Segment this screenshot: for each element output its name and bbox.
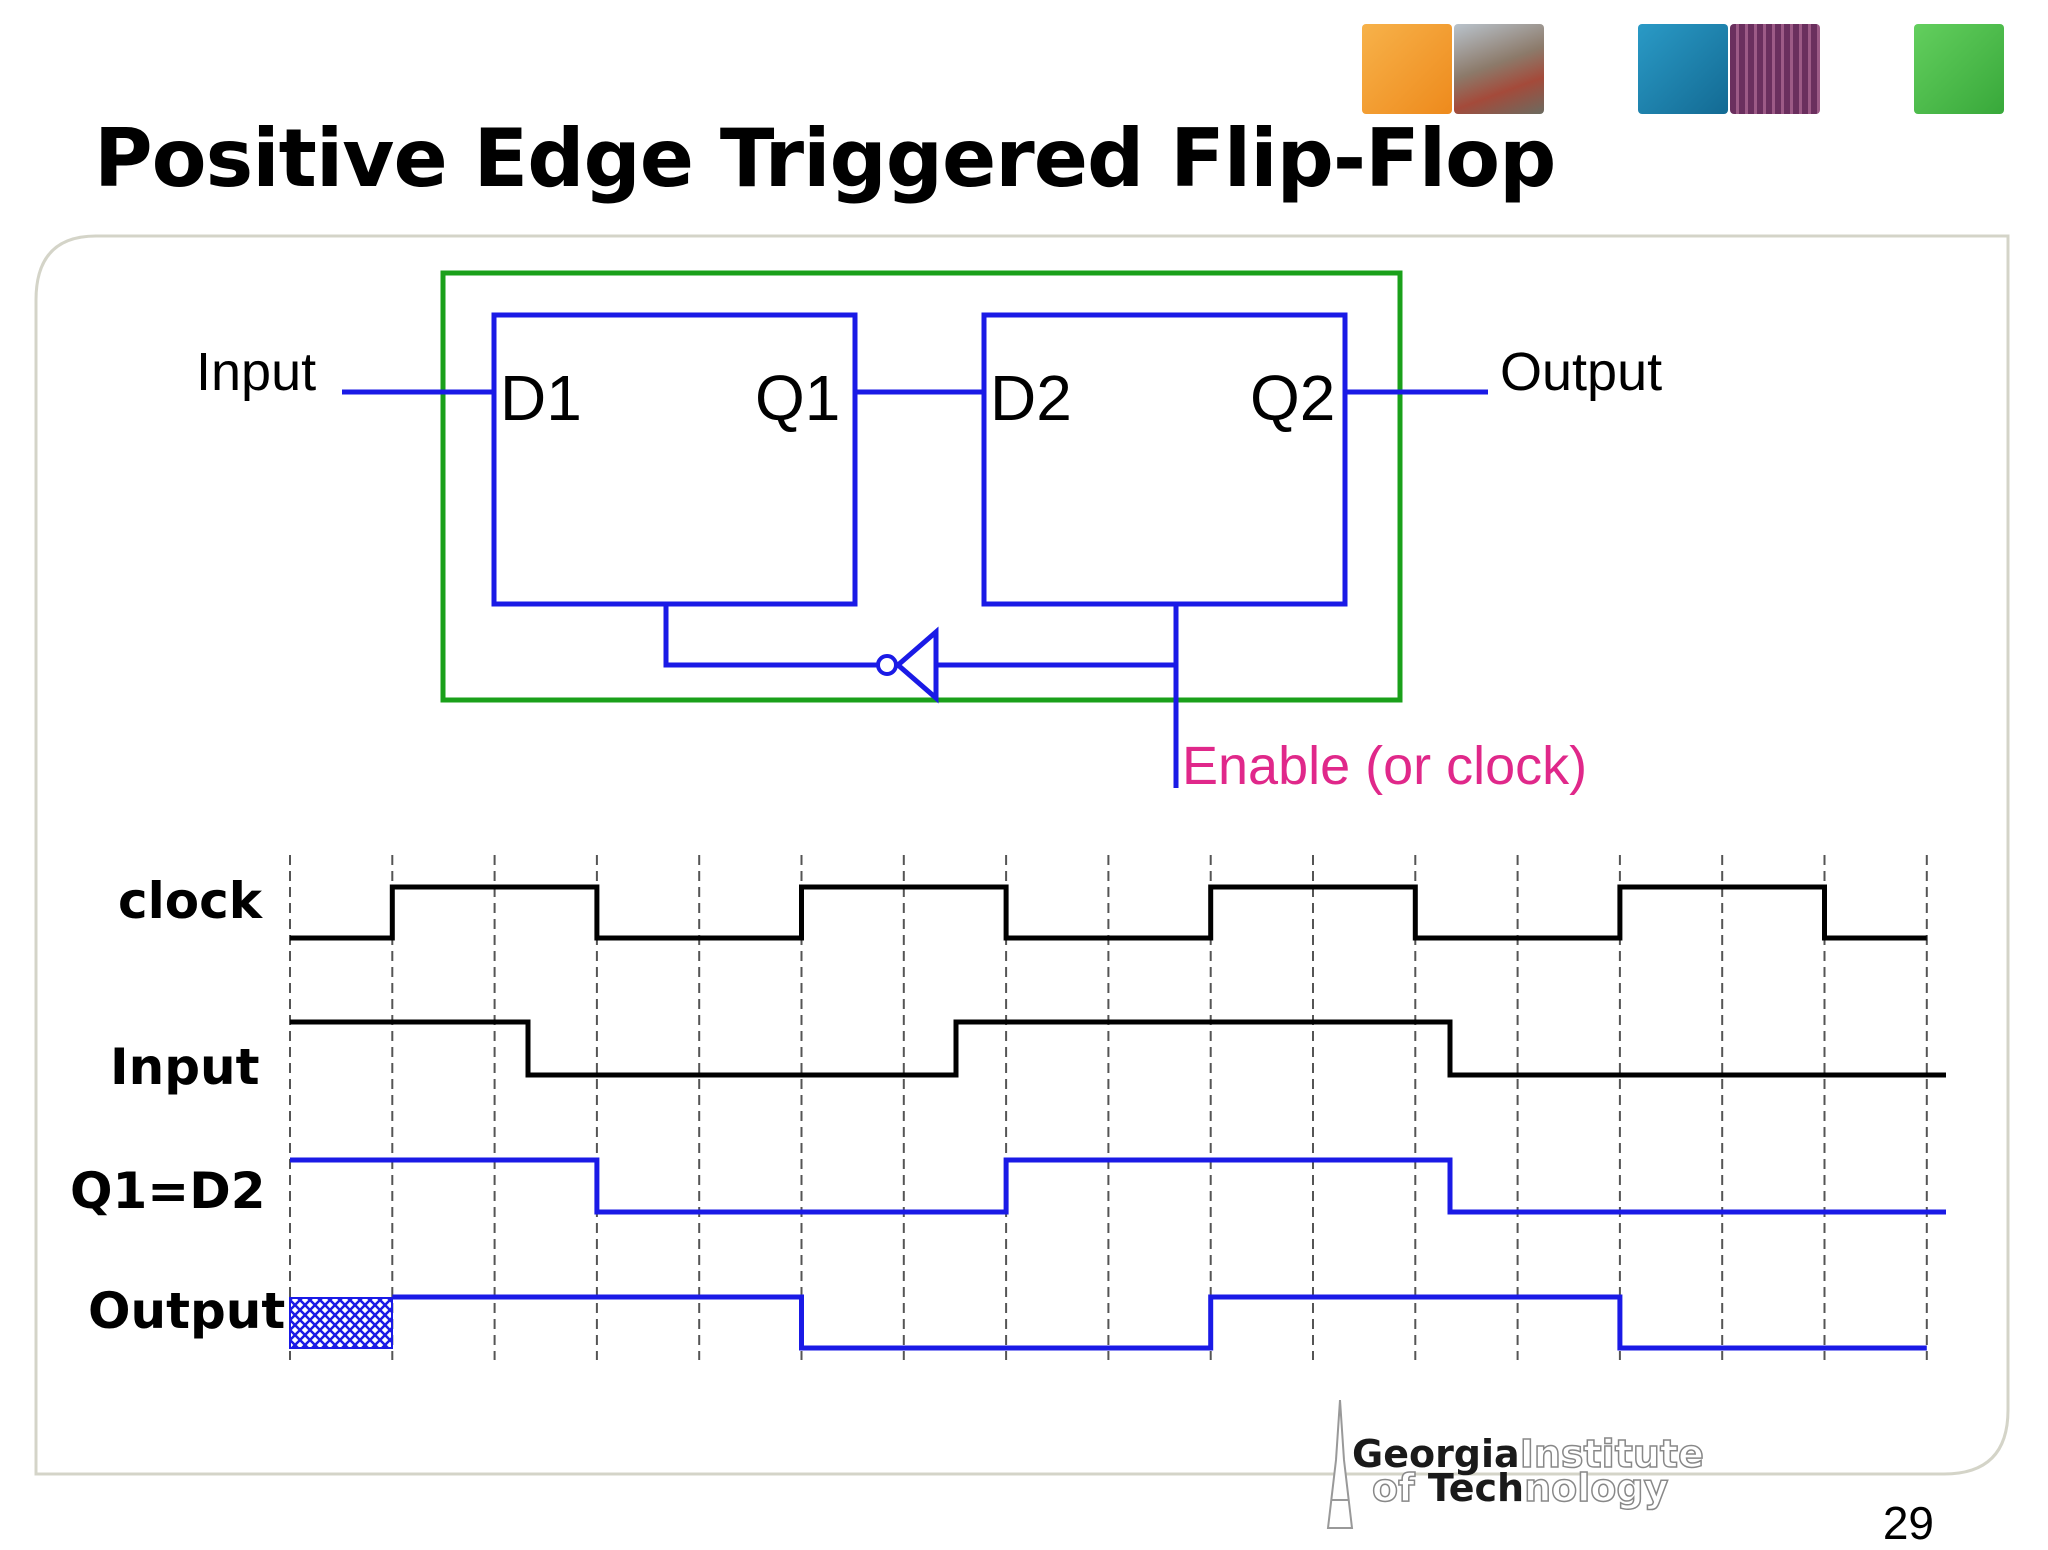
logo-nology: nology: [1523, 1465, 1669, 1511]
orange-tile: [1362, 24, 1452, 114]
latch2-q-label: Q2: [1250, 362, 1335, 434]
q1-d2-trace: [290, 1157, 1946, 1215]
inverter-icon: [894, 626, 939, 704]
latch1-d-label: D1: [500, 362, 582, 434]
signal-label-input: Input: [110, 1038, 260, 1096]
flip-flop-enclosure: [440, 270, 1403, 703]
latch-2-box: [981, 312, 1348, 607]
logo-line-2: of Technology: [1371, 1465, 1669, 1511]
signal-label-q1-d2: Q1=D2: [70, 1162, 265, 1220]
enable-label: Enable (or clock): [1182, 736, 1587, 796]
input-trace: [290, 1019, 1946, 1078]
output-unknown-region: [289, 1297, 393, 1349]
latch2-d-label: D2: [990, 362, 1072, 434]
clock-trace: [290, 884, 1927, 941]
logo-of: of: [1371, 1465, 1428, 1511]
input-label: Input: [196, 342, 316, 402]
latch-1-box: [491, 312, 858, 607]
signal-label-clock: clock: [118, 872, 264, 930]
green-tile: [1914, 24, 2004, 114]
page-number: 29: [1882, 1497, 1934, 1549]
inverter-bubble: [876, 654, 898, 676]
campus-photo-tile: [1454, 24, 1544, 114]
logo-institute: Institute: [1519, 1431, 1705, 1477]
latch1-q-label: Q1: [755, 362, 840, 434]
logo-line-1: GeorgiaInstitute: [1352, 1431, 1705, 1477]
inverter-to-latch1-wire: [663, 604, 884, 668]
signal-label-output: Output: [88, 1282, 285, 1340]
logo-georgia: Georgia: [1352, 1432, 1520, 1476]
output-label: Output: [1500, 342, 1662, 402]
output-trace: [392, 1294, 1927, 1351]
slide-title: Positive Edge Triggered Flip-Flop: [94, 112, 1556, 205]
timing-grid: [289, 855, 1928, 1360]
blue-tile: [1638, 24, 1728, 114]
timing-traces: [290, 884, 1946, 1351]
tower-icon: [1326, 1400, 1354, 1529]
circuit-photo-tile: [1730, 24, 1820, 114]
content-frame: [34, 234, 2010, 1476]
logo-tech: Tech: [1427, 1466, 1525, 1510]
